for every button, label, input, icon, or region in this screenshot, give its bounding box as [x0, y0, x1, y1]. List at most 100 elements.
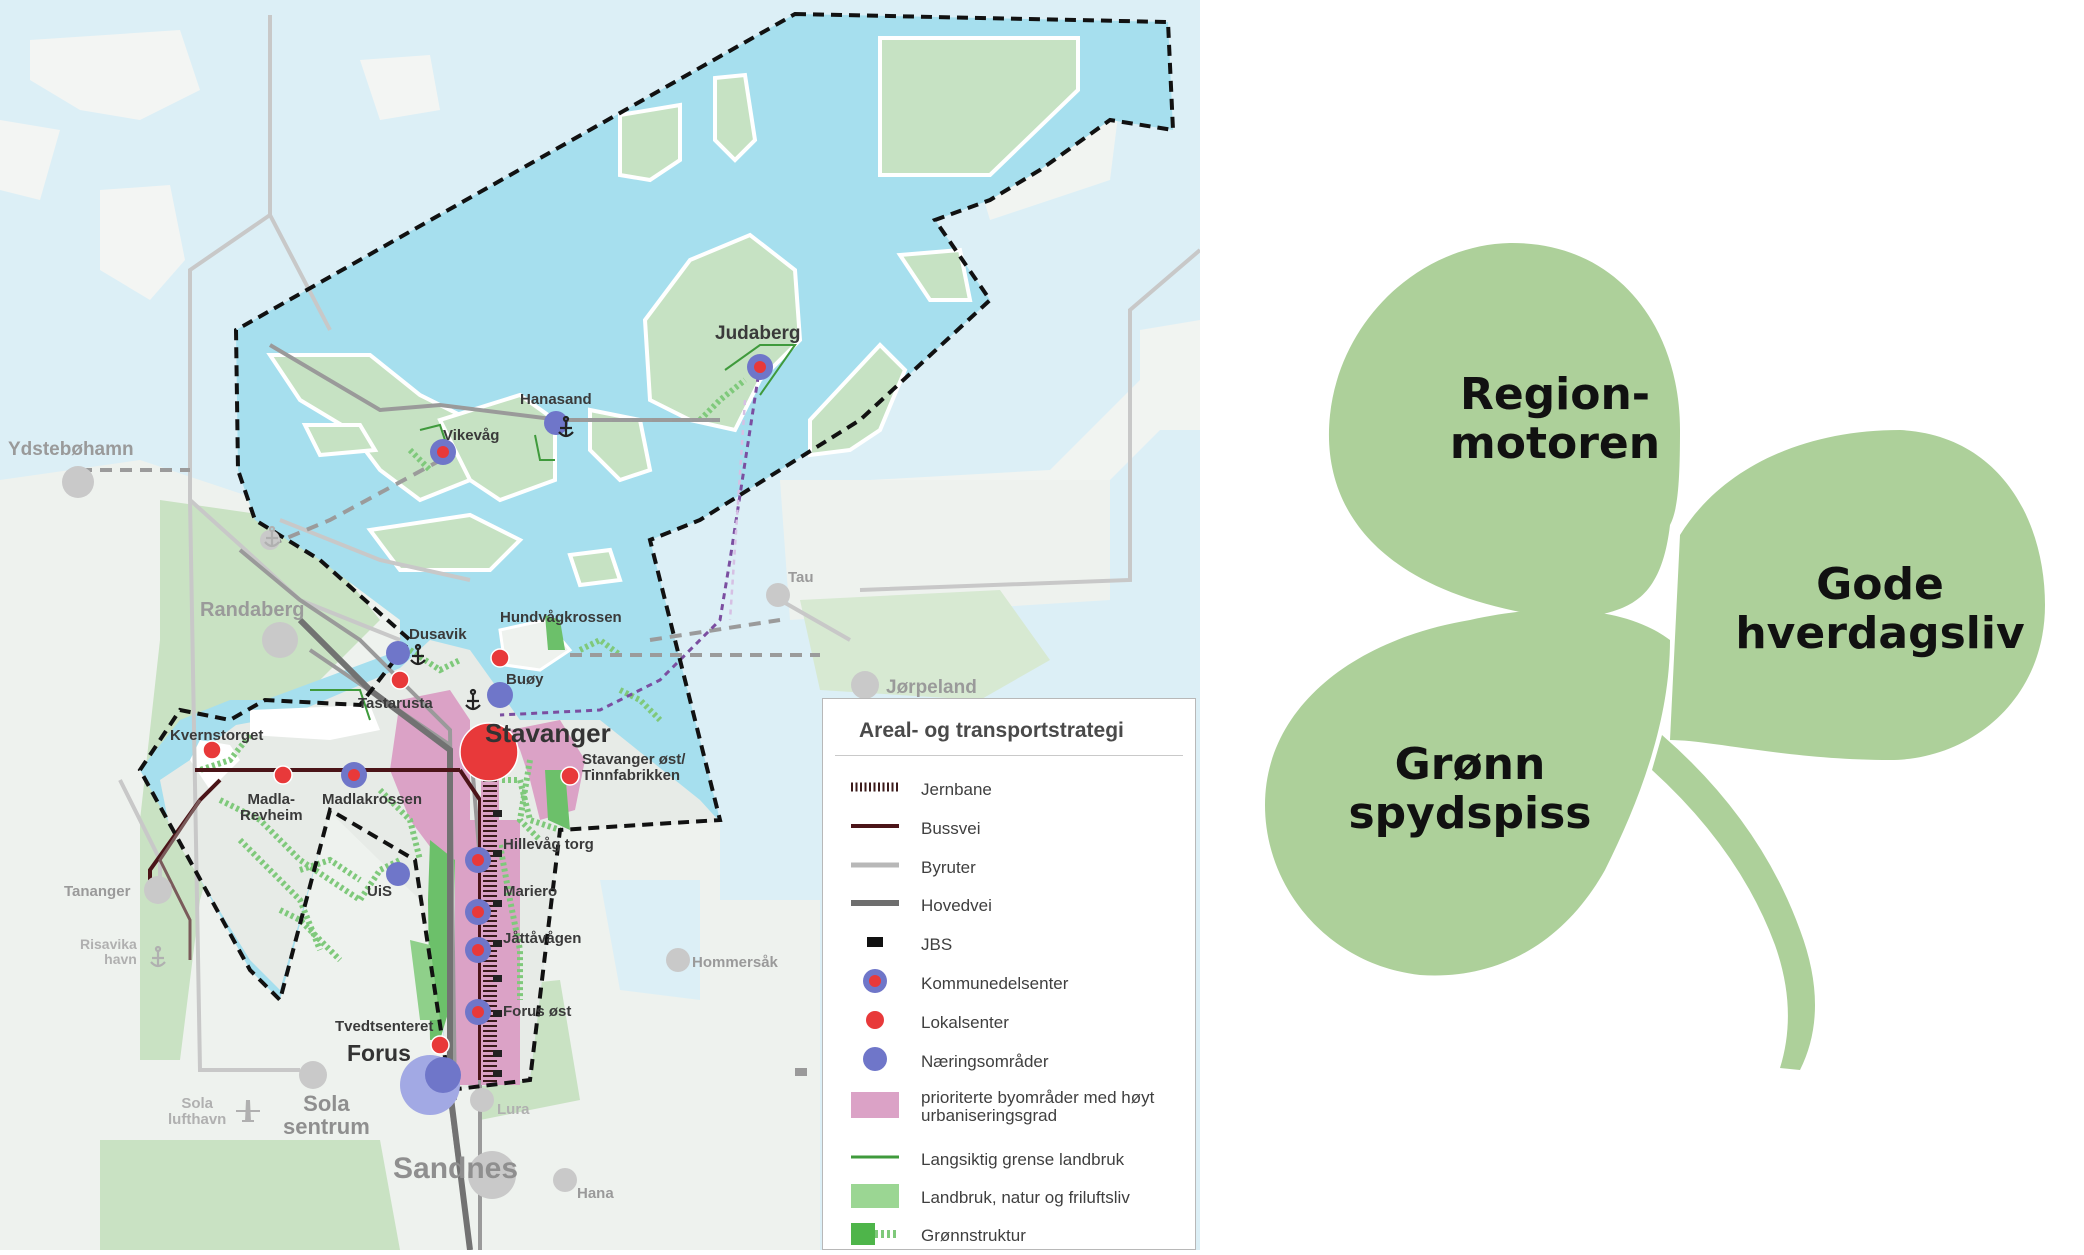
- clover-label-gronn-spydspiss: Grønn spydspiss: [1348, 739, 1592, 840]
- land-patch: [30, 30, 200, 120]
- anchor-icon: [264, 525, 280, 548]
- legend-label: Jernbane: [921, 780, 992, 799]
- anchor-icon: [150, 945, 166, 968]
- green-structure-symbol: [851, 1223, 899, 1245]
- legend-item: Byruter: [843, 853, 1183, 885]
- label-hana: Hana: [577, 1185, 614, 1202]
- legend-label: JBS: [921, 935, 953, 954]
- label-hommersak: Hommersåk: [692, 954, 778, 971]
- legend-item: Jernbane: [843, 775, 1183, 807]
- legend-label: Langsiktig grense landbruk: [921, 1150, 1125, 1169]
- legend-item: prioriterte byområder med høyt urbaniser…: [843, 1089, 1183, 1133]
- legend-divider: [835, 755, 1183, 756]
- label-buoy: Buøy: [506, 671, 544, 688]
- label-hillevag: Hillevåg torg: [503, 836, 594, 853]
- district-centre-symbol: [863, 969, 887, 993]
- label-lura: Lura: [497, 1101, 530, 1118]
- strategy-map: Judaberg Hanasand Vikevåg Ydstebøhamn Ra…: [0, 0, 1200, 1250]
- land-patch: [360, 55, 440, 120]
- island: [618, 102, 682, 183]
- label-tvedtsenteret: Tvedtsenteret: [335, 1018, 434, 1035]
- legend-title: Areal- og transportstrategi: [859, 719, 1124, 742]
- settlement-dots: [62, 466, 879, 1199]
- clover-leaf-top: [1328, 242, 1680, 620]
- anchor-icon: [410, 643, 426, 666]
- island: [266, 353, 472, 503]
- clover-stem: [1652, 735, 1815, 1070]
- land-patch: [100, 185, 185, 300]
- legend-label: Hovedvei: [921, 896, 992, 915]
- legend-label: Kommunedelsenter: [921, 974, 1069, 993]
- railway-symbol: [851, 782, 899, 792]
- label-vikevag: Vikevåg: [443, 427, 500, 444]
- priority-urban-area-symbol: [851, 1092, 899, 1118]
- agri-land: [100, 1140, 400, 1250]
- label-stavanger-ost: Stavanger øst/ Tinnfabrikken: [582, 751, 686, 784]
- ferry-route-express: [499, 364, 762, 717]
- label-randaberg: Randaberg: [200, 599, 305, 621]
- green-structure: [545, 770, 570, 830]
- green-structure: [545, 615, 565, 650]
- label-forus-ost: Forus øst: [503, 1003, 572, 1020]
- legend-label: Grønnstruktur: [921, 1226, 1026, 1245]
- island-judaberg: [642, 232, 803, 433]
- label-sola-sentrum: Sola sentrum: [283, 1091, 370, 1140]
- label-tastarusta: Tastarusta: [358, 695, 433, 712]
- legend-label: Landbruk, natur og friluftsliv: [921, 1188, 1130, 1207]
- clover-label-gode-hverdagsliv: Gode hverdagsliv: [1735, 559, 2025, 660]
- label-jattavagen: Jåttåvågen: [503, 930, 582, 947]
- legend-item: Langsiktig grense landbruk: [843, 1145, 1183, 1177]
- strategy-boundary: [137, 11, 1176, 1093]
- label-madla-revheim: Madla- Revheim: [240, 791, 303, 824]
- island: [896, 247, 973, 302]
- legend-item: Grønnstruktur: [843, 1221, 1183, 1250]
- island: [301, 423, 379, 458]
- anchor-icon: [465, 688, 481, 711]
- land-east: [790, 0, 1200, 600]
- agri-nature-symbol: [851, 1184, 899, 1208]
- legend-item: Lokalsenter: [843, 1008, 1183, 1040]
- map-graphic: [0, 0, 1200, 1250]
- label-mariero: Mariero: [503, 883, 558, 900]
- city-route-symbol: [851, 862, 899, 868]
- urban-open-area: [190, 740, 240, 790]
- legend-label: Bussvei: [921, 819, 981, 838]
- label-tau: Tau: [788, 569, 814, 586]
- legend-item: JBS: [843, 930, 1183, 962]
- jbs-marks: [493, 810, 807, 1077]
- bus-route-symbol: [851, 824, 899, 828]
- legend-item: Bussvei: [843, 814, 1183, 846]
- jbs-symbol: [867, 937, 883, 947]
- island: [808, 342, 908, 458]
- island: [878, 36, 1080, 177]
- island: [567, 547, 623, 588]
- local-centres: [202, 648, 580, 1055]
- label-uis: UiS: [367, 883, 393, 900]
- clover-leaf-left: [1265, 609, 1670, 976]
- label-judaberg: Judaberg: [715, 323, 801, 344]
- business-area-symbol: [863, 1047, 887, 1071]
- local-centre-symbol: [866, 1011, 884, 1029]
- clover-label-regionmotoren: Region- motoren: [1449, 369, 1661, 470]
- clover-leaf-right: [1670, 430, 2045, 760]
- legend-item: Landbruk, natur og friluftsliv: [843, 1183, 1183, 1215]
- anchor-icon: [558, 415, 574, 438]
- green-structure: [410, 940, 440, 1020]
- clover-graphic: [1265, 242, 2045, 1070]
- legend-label: Næringsområder: [921, 1052, 1049, 1071]
- label-sola-lufthavn: Sola lufthavn: [168, 1095, 227, 1128]
- legend-item: Næringsområder: [843, 1047, 1183, 1079]
- label-sandnes: Sandnes: [393, 1152, 519, 1185]
- hovedvei-roads-main: [297, 617, 473, 1250]
- label-hundvagkrossen: Hundvågkrossen: [500, 609, 622, 626]
- legend-label: Byruter: [921, 858, 976, 877]
- harbour-icons: [150, 415, 574, 968]
- label-tananger: Tananger: [64, 883, 131, 900]
- map-legend: Areal- og transportstrategi Jernbane Bus…: [822, 698, 1196, 1250]
- label-ydstebohamn: Ydstebøhamn: [8, 439, 134, 460]
- label-kvernstorget: Kvernstorget: [170, 727, 264, 744]
- label-risavika: Risavika havn: [80, 936, 137, 967]
- secondary-bus: [158, 799, 202, 960]
- legend-item: Hovedvei: [843, 891, 1183, 923]
- label-hanasand: Hanasand: [520, 391, 592, 408]
